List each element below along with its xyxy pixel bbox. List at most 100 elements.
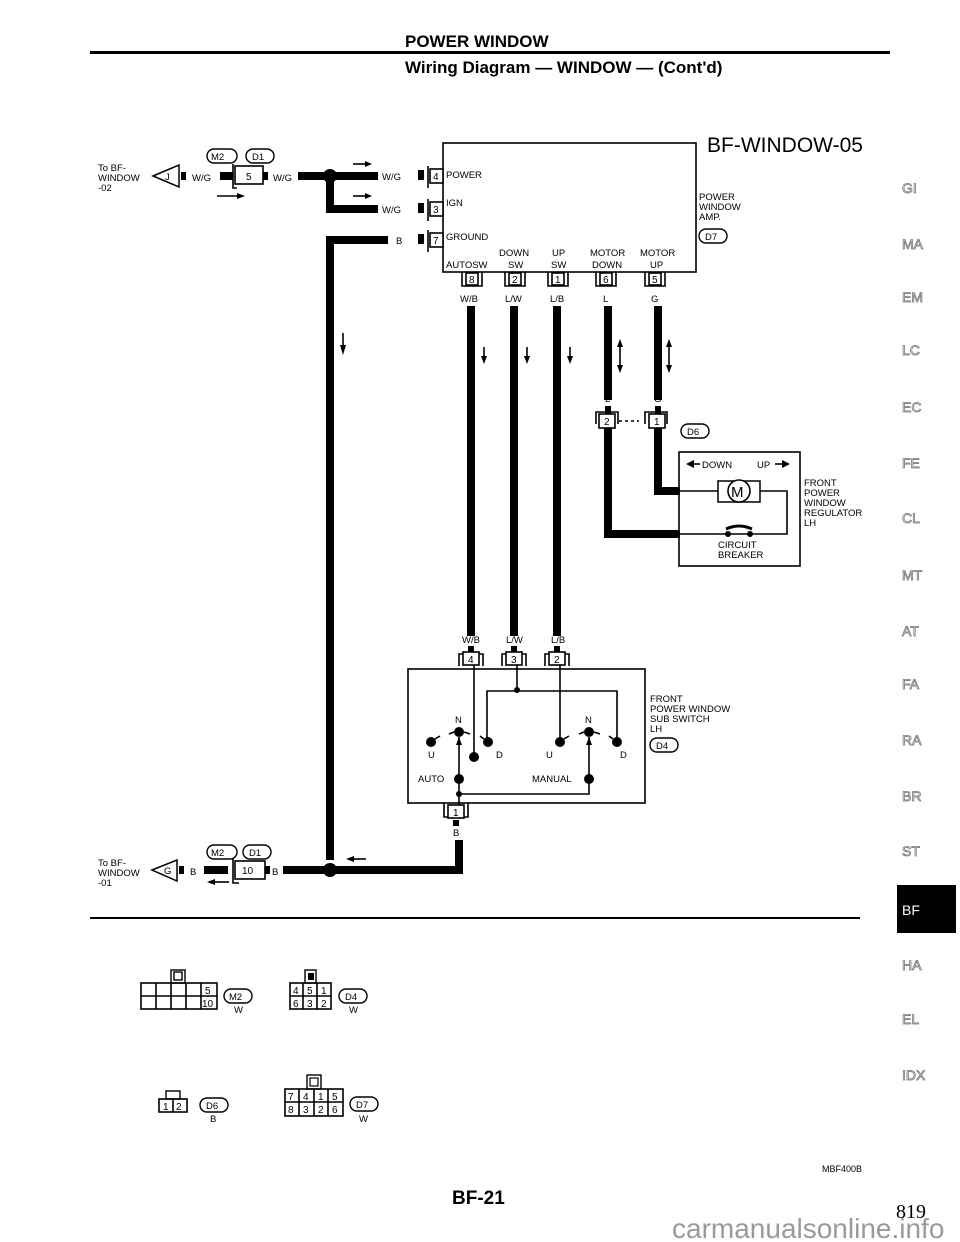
section-tab-at[interactable]: AT	[902, 623, 920, 640]
section-tab-label: BR	[902, 788, 921, 804]
svg-text:1: 1	[321, 986, 327, 997]
power-window-amp: 4 POWER 3 IGN 7 GROUND AUTOSW DOWN SW UP…	[418, 142, 741, 305]
section-tab-fa[interactable]: FA	[902, 676, 921, 693]
section-tab-ma[interactable]: MA	[902, 236, 924, 253]
svg-text:AUTOSW: AUTOSW	[446, 260, 488, 271]
svg-text:B: B	[272, 867, 278, 878]
section-tab-mt[interactable]: MT	[902, 567, 923, 584]
svg-text:-01: -01	[98, 878, 112, 889]
svg-text:10: 10	[202, 999, 214, 1010]
svg-text:G: G	[654, 394, 661, 405]
svg-text:B: B	[210, 1114, 216, 1125]
amp-pin-7: 7 GROUND	[418, 230, 488, 252]
section-tab-br[interactable]: BR	[902, 788, 922, 805]
svg-text:G: G	[651, 294, 658, 305]
motor-icon	[727, 479, 751, 503]
svg-text:D: D	[620, 750, 627, 761]
svg-text:J: J	[165, 172, 170, 183]
section-tab-idx[interactable]: IDX	[902, 1067, 927, 1084]
svg-text:UP: UP	[757, 460, 770, 471]
svg-text:WINDOW: WINDOW	[699, 202, 741, 213]
svg-text:N: N	[585, 715, 592, 726]
svg-text:3: 3	[433, 205, 439, 216]
section-tab-label: CL	[902, 510, 920, 526]
svg-text:1: 1	[163, 1102, 169, 1113]
svg-text:WINDOW: WINDOW	[98, 868, 140, 879]
svg-text:W/G: W/G	[273, 173, 292, 184]
svg-text:L/B: L/B	[551, 635, 565, 646]
svg-text:4: 4	[293, 986, 299, 997]
svg-text:5: 5	[307, 986, 313, 997]
svg-text:SW: SW	[551, 260, 566, 271]
connector-code-m2	[206, 844, 238, 860]
section-tab-label: BF	[902, 902, 920, 918]
svg-text:AUTO: AUTO	[418, 774, 444, 785]
circuit-breaker-icon	[725, 524, 753, 537]
section-tab-ha[interactable]: HA	[902, 957, 923, 974]
svg-text:MANUAL: MANUAL	[532, 774, 572, 785]
subswitch-pin-4: 4	[458, 651, 484, 666]
section-tab-st[interactable]: ST	[902, 843, 921, 860]
svg-text:B: B	[396, 236, 402, 247]
svg-text:M2: M2	[211, 152, 224, 163]
amp-pin-2: 2	[504, 272, 526, 287]
connector-view-d6: 1 2 D6 B	[158, 1090, 229, 1125]
section-tab-fe[interactable]: FE	[902, 455, 921, 472]
svg-text:2: 2	[512, 275, 518, 286]
amp-pin-1: 1	[547, 272, 569, 287]
svg-text:4: 4	[433, 172, 439, 183]
svg-text:UP: UP	[552, 248, 565, 259]
svg-text:1: 1	[654, 417, 660, 428]
terminal-arrow-icon	[150, 858, 178, 883]
connector-code-m2	[206, 148, 238, 164]
section-tabs: GI MA EM LC EC FE CL MT AT FA RA BR ST BF HA EL IDX	[897, 180, 956, 1083]
svg-text:DOWN: DOWN	[702, 460, 732, 471]
svg-text:3: 3	[303, 1105, 309, 1116]
svg-text:N: N	[455, 715, 462, 726]
svg-text:10: 10	[242, 866, 254, 877]
svg-text:MOTOR: MOTOR	[640, 248, 675, 259]
svg-text:WINDOW: WINDOW	[98, 173, 140, 184]
section-tab-cl[interactable]: CL	[902, 510, 921, 527]
section-tab-em[interactable]: EM	[902, 289, 924, 306]
svg-text:4: 4	[303, 1092, 309, 1103]
svg-text:2: 2	[176, 1102, 182, 1113]
svg-text:BREAKER: BREAKER	[718, 550, 764, 561]
svg-text:M2: M2	[211, 848, 224, 859]
svg-text:5: 5	[205, 986, 211, 997]
subtitle: Wiring Diagram — WINDOW — (Cont'd)	[405, 58, 722, 77]
svg-text:7: 7	[288, 1092, 294, 1103]
svg-text:B: B	[453, 828, 459, 839]
svg-text:M2: M2	[229, 992, 242, 1003]
svg-text:W/G: W/G	[192, 173, 211, 184]
splice-point	[323, 863, 337, 877]
header-rule	[90, 51, 890, 54]
svg-text:8: 8	[469, 275, 475, 286]
svg-text:D7: D7	[705, 232, 717, 243]
connector-code-d1	[242, 844, 272, 860]
to-bf-window-01: To BF- WINDOW -01 G B 10 B M2 D1	[98, 844, 278, 889]
svg-text:W/G: W/G	[382, 205, 401, 216]
svg-text:DOWN: DOWN	[499, 248, 529, 259]
amp-pin-5: 5	[644, 272, 666, 287]
subswitch-pin-3: 3	[501, 651, 527, 666]
svg-text:UP: UP	[650, 260, 663, 271]
section-tab-lc[interactable]: LC	[902, 342, 921, 359]
section-tab-ra[interactable]: RA	[902, 732, 923, 749]
amp-pin-8: 8	[461, 272, 483, 287]
section-divider	[90, 917, 860, 919]
to-bf-window-02: To BF- WINDOW -02 J W/G 5 W/G M2 D1	[98, 148, 292, 199]
svg-text:3: 3	[511, 655, 517, 666]
section-tab-label: FE	[902, 455, 920, 471]
section-tab-ec[interactable]: EC	[902, 399, 922, 416]
svg-text:6: 6	[293, 999, 299, 1010]
section-tab-gi[interactable]: GI	[902, 180, 918, 197]
svg-text:1: 1	[318, 1092, 324, 1103]
section-tab-el[interactable]: EL	[902, 1011, 920, 1028]
svg-text:D7: D7	[356, 1100, 368, 1111]
svg-text:IGN: IGN	[446, 198, 463, 209]
svg-text:REGULATOR: REGULATOR	[804, 508, 862, 519]
amp-pin-3: 3 IGN	[418, 198, 463, 221]
section-tab-bf[interactable]: BF	[897, 885, 956, 933]
